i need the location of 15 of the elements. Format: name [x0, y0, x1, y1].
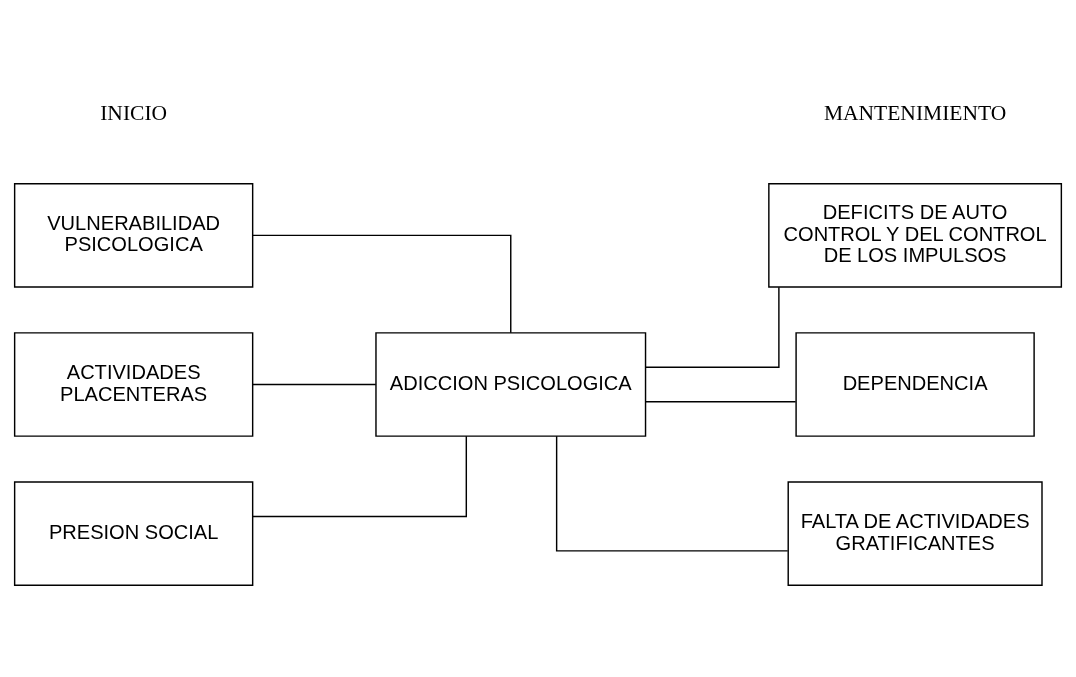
connector [252, 435, 468, 517]
node-box: ACTIVIDADES PLACENTERAS [13, 331, 254, 437]
connector [555, 435, 789, 552]
connector [252, 234, 512, 333]
connector [644, 285, 780, 368]
node-box: FALTA DE ACTIVIDADES GRATIFICANTES [787, 480, 1043, 586]
node-box: ADICCION PSICOLOGICA [375, 331, 647, 437]
connector [252, 383, 377, 385]
label: INICIO [100, 100, 168, 125]
node-box: PRESION SOCIAL [13, 480, 254, 586]
node-box: VULNERABILIDAD PSICOLOGICA [13, 182, 254, 288]
node-box: DEPENDENCIA [795, 331, 1035, 437]
node-box: DEFICITS DE AUTO CONTROL Y DEL CONTROL DE LOS IMPULSOS [768, 182, 1063, 288]
label: MANTENIMIENTO [823, 100, 1007, 125]
connector [645, 400, 797, 402]
